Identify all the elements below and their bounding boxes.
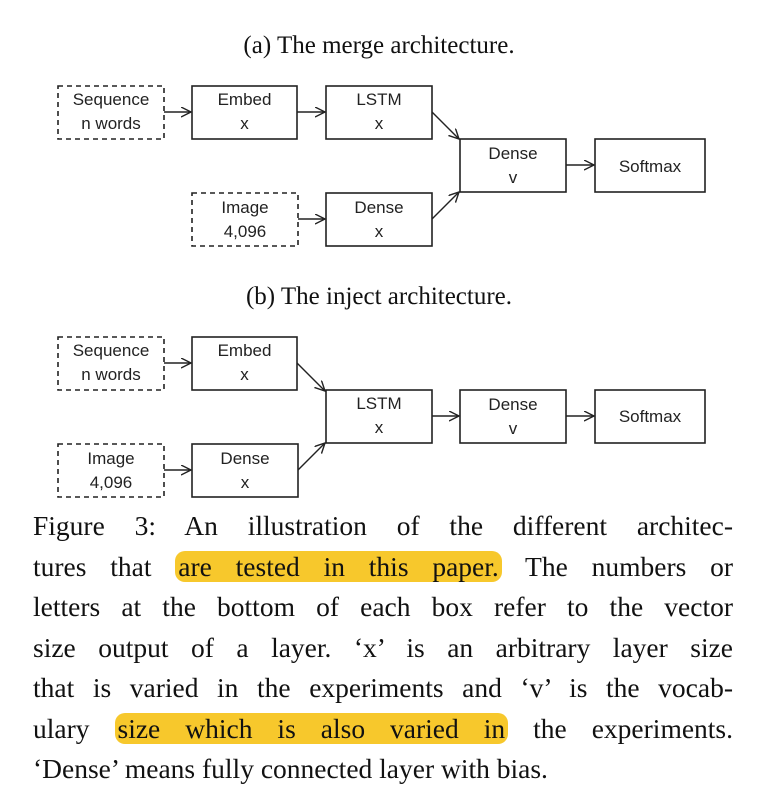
merge-lstm-size: x bbox=[375, 114, 384, 133]
merge-diagram: Sequence n words Embed x LSTM x Image 4,… bbox=[57, 85, 706, 247]
inject-softmax-label: Softmax bbox=[619, 407, 682, 426]
architecture-diagrams: Sequence n words Embed x LSTM x Image 4,… bbox=[57, 85, 706, 498]
highlight-2: size which is also varied in bbox=[114, 712, 509, 744]
merge-sequence-size: n words bbox=[81, 114, 141, 133]
merge-softmax-box: Softmax bbox=[594, 138, 706, 193]
inject-softmax-box: Softmax bbox=[594, 389, 706, 444]
merge-image-label: Image bbox=[221, 198, 268, 217]
inject-arrows bbox=[164, 363, 594, 470]
caption-text: ulary bbox=[33, 712, 115, 744]
inject-embed-size: x bbox=[240, 365, 249, 384]
inject-dense-output-box: Dense v bbox=[459, 389, 567, 444]
merge-sequence-input-box: Sequence n words bbox=[57, 85, 165, 140]
merge-dense-image-box: Dense x bbox=[325, 192, 433, 247]
caption-line-3: letters at the bottom of each box refer … bbox=[33, 591, 733, 622]
caption-text: the experiments. bbox=[508, 712, 734, 744]
inject-sequence-size: n words bbox=[81, 365, 141, 384]
inject-dense-image-size: x bbox=[241, 473, 250, 492]
merge-dense-image-size: x bbox=[375, 222, 384, 241]
caption-line-4: size output of a layer. ‘x’ is an arbitr… bbox=[33, 631, 733, 663]
merge-image-input-box: Image 4,096 bbox=[191, 192, 299, 247]
inject-dense-image-label: Dense bbox=[220, 449, 269, 468]
inject-embed-label: Embed bbox=[218, 341, 272, 360]
caption-line-1: Figure 3: An illustration of the differe… bbox=[33, 510, 733, 541]
caption-text: The numbers or bbox=[501, 550, 734, 582]
subtitle-inject: (b) The inject architecture. bbox=[245, 283, 513, 310]
inject-image-input-box: Image 4,096 bbox=[57, 443, 165, 498]
highlight-1: are tested in this paper. bbox=[175, 550, 502, 582]
merge-sequence-label: Sequence bbox=[73, 90, 150, 109]
inject-diagram: Sequence n words Embed x Image 4,096 Den… bbox=[57, 336, 706, 498]
inject-dense-image-box: Dense x bbox=[191, 443, 299, 498]
merge-dense-image-label: Dense bbox=[354, 198, 403, 217]
inject-sequence-input-box: Sequence n words bbox=[57, 336, 165, 391]
inject-sequence-label: Sequence bbox=[73, 341, 150, 360]
caption-text: tures that bbox=[33, 550, 176, 582]
merge-embed-size: x bbox=[240, 114, 249, 133]
inject-lstm-box: LSTM x bbox=[325, 389, 433, 444]
inject-lstm-label: LSTM bbox=[356, 394, 401, 413]
merge-image-size: 4,096 bbox=[224, 222, 267, 241]
merge-dense-output-size: v bbox=[509, 168, 518, 187]
inject-lstm-size: x bbox=[375, 418, 384, 437]
subtitle-merge: (a) The merge architecture. bbox=[243, 32, 515, 59]
caption-line-6: ulary size which is also varied in the e… bbox=[33, 709, 733, 750]
merge-softmax-label: Softmax bbox=[619, 157, 682, 176]
caption-line-5: that is varied in the experiments and ‘v… bbox=[33, 672, 733, 703]
merge-arrows bbox=[164, 112, 594, 219]
inject-dense-output-size: v bbox=[509, 419, 518, 438]
caption-line-7: ‘Dense’ means fully connected layer with… bbox=[33, 753, 548, 784]
inject-dense-output-label: Dense bbox=[488, 395, 537, 414]
merge-lstm-box: LSTM x bbox=[325, 85, 433, 140]
caption-line-2: tures that are tested in this paper. The… bbox=[33, 547, 733, 588]
inject-embed-box: Embed x bbox=[191, 336, 298, 391]
merge-embed-box: Embed x bbox=[191, 85, 298, 140]
merge-dense-output-label: Dense bbox=[488, 144, 537, 163]
merge-dense-output-box: Dense v bbox=[459, 138, 567, 193]
figure-caption: Figure 3: An illustration of the differe… bbox=[33, 506, 733, 790]
inject-image-size: 4,096 bbox=[90, 473, 133, 492]
merge-lstm-label: LSTM bbox=[356, 90, 401, 109]
inject-image-label: Image bbox=[87, 449, 134, 468]
merge-embed-label: Embed bbox=[218, 90, 272, 109]
